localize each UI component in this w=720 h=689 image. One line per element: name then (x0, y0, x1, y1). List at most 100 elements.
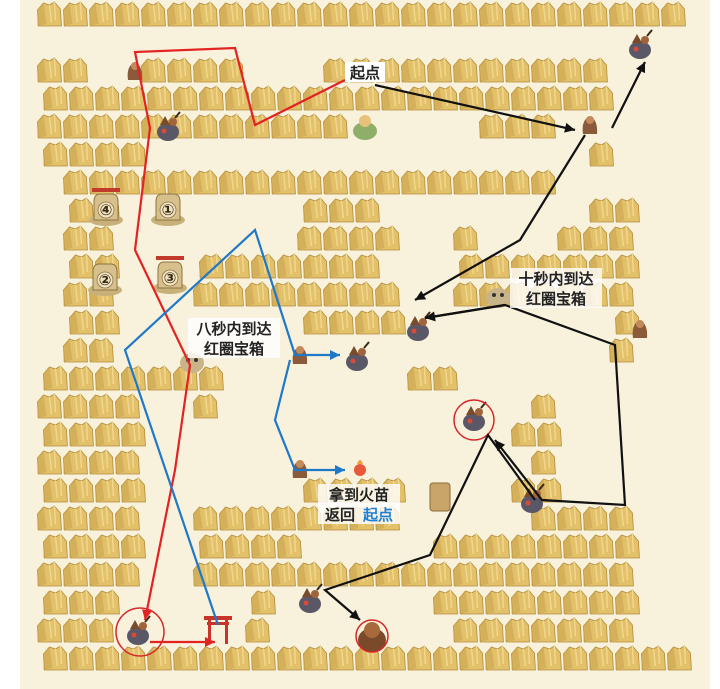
rock-pillar-icon (400, 561, 427, 587)
rock-pillar-icon (94, 589, 121, 615)
rock-pillar-icon (348, 281, 375, 307)
rock-pillar-icon (556, 617, 583, 643)
rock-pillar-icon (640, 645, 667, 671)
statue-4: ④ (88, 188, 124, 227)
rock-pillar-icon (224, 645, 251, 671)
rock-pillar-icon (504, 57, 531, 83)
target-circle (453, 399, 495, 441)
label-eight-seconds: 八秒内到达 红圈宝箱 (188, 318, 280, 358)
rock-pillar-icon (582, 617, 609, 643)
rock-pillar-icon (68, 253, 95, 279)
target-circle (115, 607, 165, 657)
rock-pillar-icon (62, 225, 89, 251)
rock-pillar-icon (328, 253, 355, 279)
rock-pillar-icon (192, 169, 219, 195)
svg-text:拿到火苗: 拿到火苗 (328, 486, 389, 504)
rock-pillar-icon (504, 561, 531, 587)
fire-spirit-icon (353, 115, 377, 140)
rock-pillar-icon (504, 169, 531, 195)
rock-pillar-icon (322, 169, 349, 195)
rock-pillar-icon (42, 477, 69, 503)
label-ten-seconds: 十秒内到达 红圈宝箱 (510, 268, 602, 308)
arrowhead-icon (636, 62, 645, 74)
rock-pillar-icon (400, 169, 427, 195)
rock-pillar-icon (530, 393, 557, 419)
rock-pillar-icon (302, 309, 329, 335)
svg-text:①: ① (162, 201, 175, 219)
rock-pillar-icon (296, 169, 323, 195)
route-line (611, 61, 646, 129)
rock-pillar-icon (224, 253, 251, 279)
rock-pillar-icon (556, 225, 583, 251)
rock-pillar-icon (42, 141, 69, 167)
rock-pillar-icon (120, 477, 147, 503)
rock-pillar-icon (608, 505, 635, 531)
rock-pillar-icon (452, 281, 479, 307)
rock-pillar-icon (608, 617, 635, 643)
arrowhead-icon (425, 311, 436, 322)
rock-pillar-icon (120, 421, 147, 447)
rock-pillar-icon (348, 169, 375, 195)
rock-pillar-icon (36, 561, 63, 587)
rock-pillar-icon (588, 85, 615, 111)
rock-pillar-icon (536, 85, 563, 111)
rock-pillar-icon (322, 281, 349, 307)
rock-pillar-icon (68, 533, 95, 559)
rock-pillar-icon (582, 225, 609, 251)
rock-pillar-icon (198, 365, 225, 391)
rock-pillar-icon (478, 113, 505, 139)
rock-pillar-icon (452, 57, 479, 83)
rock-pillar-icon (42, 645, 69, 671)
rock-pillar-icon (302, 253, 329, 279)
rock-pillar-icon (608, 225, 635, 251)
rock-pillar-icon (172, 85, 199, 111)
rock-pillar-icon (458, 589, 485, 615)
rock-pillar-icon (328, 645, 355, 671)
rock-pillar-icon (192, 505, 219, 531)
rock-pillar-icon (536, 645, 563, 671)
rock-pillar-icon (296, 561, 323, 587)
rock-pillar-icon (556, 505, 583, 531)
rock-pillar-icon (192, 1, 219, 27)
rock-pillar-icon (114, 449, 141, 475)
rock-pillar-icon (172, 645, 199, 671)
rock-pillar-icon (588, 645, 615, 671)
rock-pillar-icon (276, 533, 303, 559)
rock-pillar-icon (478, 561, 505, 587)
rock-pillar-icon (582, 561, 609, 587)
rock-pillar-icon (244, 617, 271, 643)
rock-pillar-icon (374, 281, 401, 307)
rock-pillar-icon (666, 645, 693, 671)
rock-pillar-icon (322, 561, 349, 587)
rock-pillar-icon (192, 113, 219, 139)
rock-pillar-icon (614, 253, 641, 279)
rock-pillar-icon (614, 645, 641, 671)
rock-pillar-icon (530, 561, 557, 587)
rock-pillar-icon (166, 169, 193, 195)
rock-pillar-icon (218, 505, 245, 531)
rock-pillar-icon (536, 533, 563, 559)
rock-pillar-icon (322, 113, 349, 139)
rock-pillar-icon (114, 1, 141, 27)
rock-pillar-icon (270, 561, 297, 587)
rock-pillar-icon (400, 57, 427, 83)
route-arrows (123, 46, 646, 647)
rock-pillar-icon (192, 57, 219, 83)
rock-pillar-icon (588, 141, 615, 167)
rock-pillar-icon (426, 57, 453, 83)
svg-text:起点: 起点 (362, 506, 393, 524)
rock-pillar-icon (322, 225, 349, 251)
rock-pillar-icon (62, 57, 89, 83)
rock-pillar-icon (88, 449, 115, 475)
rock-pillar-icon (36, 57, 63, 83)
rock-pillar-icon (62, 449, 89, 475)
rock-pillar-icon (88, 561, 115, 587)
rock-pillar-icon (114, 561, 141, 587)
rock-pillar-icon (530, 1, 557, 27)
rock-pillar-icon (530, 449, 557, 475)
arrowhead-icon (335, 465, 345, 475)
rock-pillar-icon (270, 1, 297, 27)
rock-pillar-icon (270, 169, 297, 195)
svg-text:红圈宝箱: 红圈宝箱 (526, 290, 586, 308)
rock-pillar-icon (244, 169, 271, 195)
